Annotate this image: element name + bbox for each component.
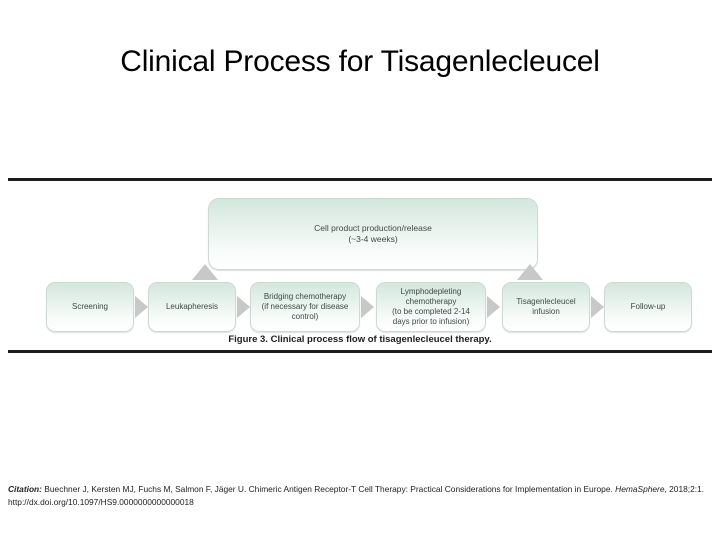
- chevron-right-arrow-icon: [487, 296, 500, 318]
- process-box-follow-up[interactable]: Follow-up: [604, 282, 692, 332]
- process-box-line-1: Lymphodepleting: [400, 287, 462, 296]
- process-box-line-1: Cell product production/release: [314, 223, 432, 233]
- process-box-line-1: Bridging chemotherapy: [263, 292, 347, 301]
- page-title: Clinical Process for Tisagenlecleucel: [120, 45, 600, 78]
- process-box-line-3: (to be completed 2-14: [392, 307, 470, 316]
- triangle-up-arrow-icon: [192, 264, 218, 280]
- process-box-bridging-chemotherapy[interactable]: Bridging chemotherapy (if necessary for …: [250, 282, 360, 332]
- process-box-line-1: Leukapheresis: [165, 302, 219, 311]
- citation-details: , 2018;2:1. http://dx.doi.org/10.1097/HS…: [8, 484, 705, 507]
- process-box-screening[interactable]: Screening: [46, 282, 134, 332]
- triangle-up-arrow-icon: [517, 264, 543, 280]
- citation-label: Citation:: [8, 484, 42, 494]
- chevron-right-arrow-icon: [135, 296, 148, 318]
- figure-caption: Figure 3. Clinical process flow of tisag…: [228, 334, 492, 345]
- chevron-right-arrow-icon: [237, 296, 250, 318]
- process-box-line-1: Follow-up: [630, 302, 666, 311]
- figure-bottom-divider: [8, 350, 712, 353]
- process-box-cell-product-production[interactable]: Cell product production/release (~3-4 we…: [208, 198, 538, 270]
- process-box-leukapheresis[interactable]: Leukapheresis: [148, 282, 236, 332]
- chevron-right-arrow-icon: [361, 296, 374, 318]
- process-box-line-4: days prior to infusion): [392, 317, 470, 326]
- process-box-line-2: (if necessary for disease: [261, 302, 349, 311]
- process-box-line-2: infusion: [532, 307, 560, 316]
- process-box-line-3: control): [291, 312, 319, 321]
- citation-authors-title: Buechner J, Kersten MJ, Fuchs M, Salmon …: [41, 484, 616, 494]
- process-box-line-2: chemotherapy: [405, 297, 457, 306]
- figure-top-divider: [8, 178, 712, 181]
- process-box-lymphodepleting-chemotherapy[interactable]: Lymphodepleting chemotherapy (to be comp…: [376, 282, 486, 332]
- chevron-right-arrow-icon: [591, 296, 604, 318]
- citation-journal: HemaSphere: [615, 484, 665, 494]
- process-box-line-1: Screening: [71, 302, 109, 311]
- citation-text: Citation: Buechner J, Kersten MJ, Fuchs …: [8, 483, 714, 509]
- process-box-line-1: Tisagenlecleucel: [516, 297, 576, 306]
- process-flow-diagram: Cell product production/release (~3-4 we…: [8, 182, 712, 348]
- process-box-line-2: (~3-4 weeks): [348, 234, 398, 244]
- process-box-tisagenlecleucel-infusion[interactable]: Tisagenlecleucel infusion: [502, 282, 590, 332]
- figure-container: Cell product production/release (~3-4 we…: [8, 178, 712, 356]
